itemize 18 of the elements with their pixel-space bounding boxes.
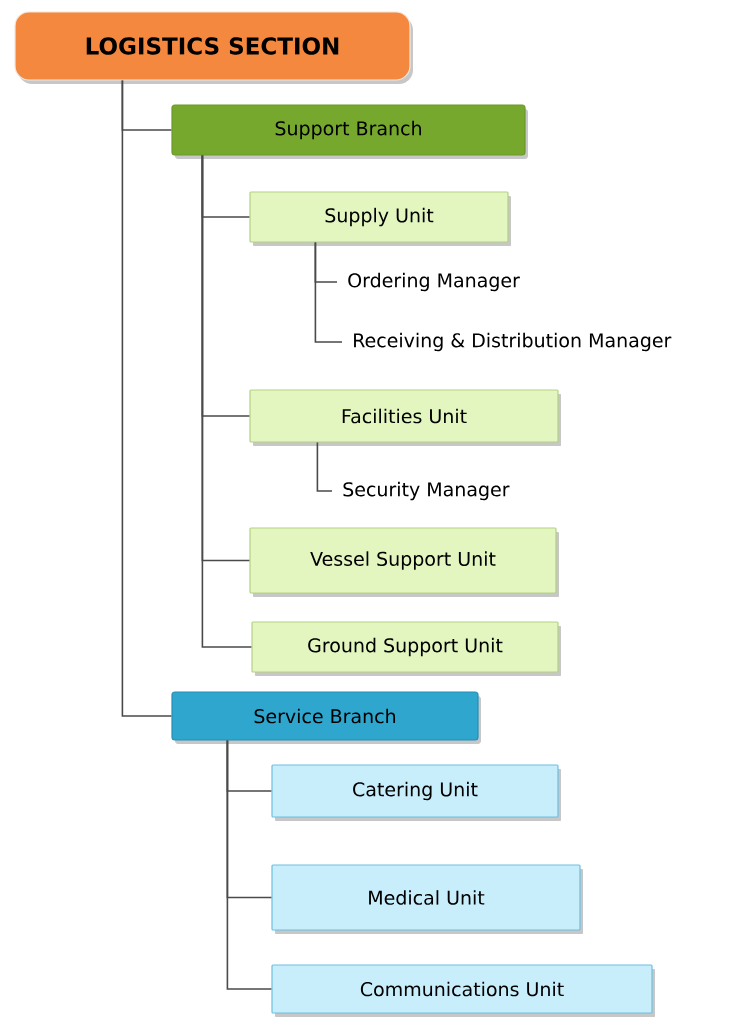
unit-box: Medical Unit <box>271 864 583 934</box>
connector-line <box>316 441 333 492</box>
connector-line <box>314 241 343 343</box>
unit-box: Catering Unit <box>271 764 561 821</box>
unit-box: Communications Unit <box>271 964 655 1017</box>
connector-line <box>226 739 273 990</box>
connector-line <box>201 154 253 648</box>
section-box: LOGISTICS SECTION <box>14 11 413 84</box>
unit-box: Ground Support Unit <box>251 621 561 676</box>
unit-box: Facilities Unit <box>249 389 561 446</box>
unit-box: Supply Unit <box>249 191 511 246</box>
role-label: Security Manager <box>343 481 510 501</box>
branch-box: Support Branch <box>171 104 528 159</box>
role-label: Receiving & Distribution Manager <box>354 332 672 352</box>
branch-box: Service Branch <box>171 691 481 744</box>
role-label: Ordering Manager <box>348 272 520 292</box>
connector-line <box>121 79 173 717</box>
unit-box: Vessel Support Unit <box>249 527 559 597</box>
